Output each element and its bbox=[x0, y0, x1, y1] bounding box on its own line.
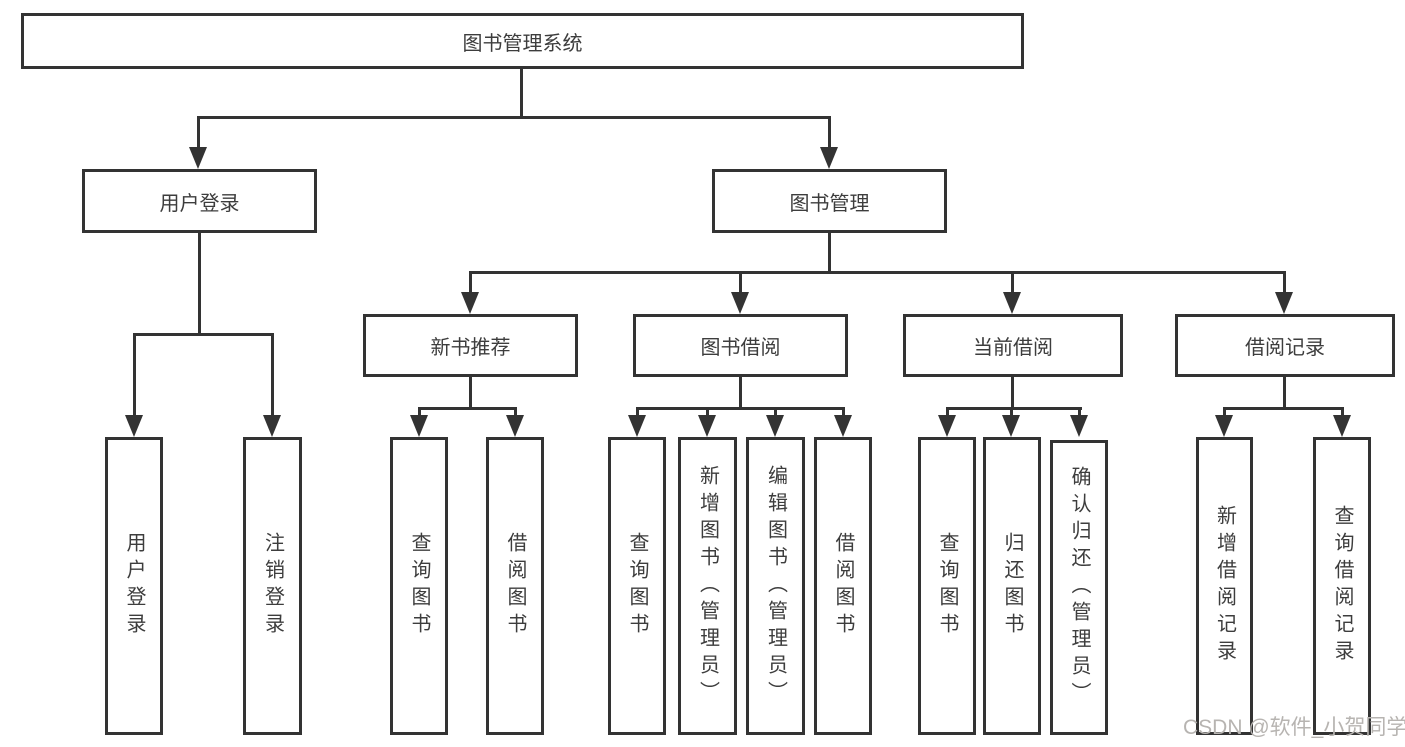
branch-node-borrow-records: 借阅记录 bbox=[1175, 314, 1395, 377]
arrowhead-icon bbox=[1003, 292, 1021, 314]
branch-node-book-borrow: 图书借阅 bbox=[633, 314, 848, 377]
leaf-node-label: 归还图书 bbox=[1001, 532, 1023, 640]
arrowhead-icon bbox=[189, 147, 207, 169]
connector-stub bbox=[1341, 407, 1344, 419]
branch-node-new-book-recommend: 新书推荐 bbox=[363, 314, 578, 377]
connector-level3-rail bbox=[469, 271, 1286, 274]
leaf-node-query-books: 查询图书 bbox=[918, 437, 976, 735]
branch-node-label: 新书推荐 bbox=[430, 337, 511, 359]
leaf-node-borrow-books: 借阅图书 bbox=[486, 437, 544, 735]
connector-stub bbox=[1078, 407, 1081, 419]
leaf-node-label: 查询图书 bbox=[408, 532, 430, 640]
arrowhead-icon bbox=[410, 415, 428, 437]
branch-node-label: 当前借阅 bbox=[973, 337, 1053, 359]
connector-level2-stub-left bbox=[197, 116, 200, 150]
arrowhead-icon bbox=[1333, 415, 1351, 437]
leaf-node-label: 查询图书 bbox=[626, 532, 648, 640]
branch-node-book-management: 图书管理 bbox=[712, 169, 947, 233]
arrowhead-icon bbox=[698, 415, 716, 437]
arrowhead-icon bbox=[628, 415, 646, 437]
root-node-label: 图书管理系统 bbox=[462, 32, 583, 55]
branch-node-label: 图书管理 bbox=[789, 192, 870, 215]
arrowhead-icon bbox=[506, 415, 524, 437]
leaf-node-edit-books-admin: 编辑图书（管理员） bbox=[746, 437, 805, 735]
arrowhead-icon bbox=[1070, 415, 1088, 437]
branch-node-user-login: 用户登录 bbox=[82, 169, 317, 233]
leaf-node-label: 确认归还（管理员） bbox=[1068, 466, 1090, 709]
arrowhead-icon bbox=[820, 147, 838, 169]
arrowhead-icon bbox=[1002, 415, 1020, 437]
connector-stem bbox=[1011, 377, 1014, 410]
connector-user-stub-1 bbox=[133, 333, 136, 417]
connector-rail bbox=[946, 407, 1082, 410]
connector-level2-rail bbox=[197, 116, 831, 119]
leaf-node-query-books: 查询图书 bbox=[608, 437, 666, 735]
leaf-node-add-books-admin: 新增图书（管理员） bbox=[678, 437, 737, 735]
connector-stem bbox=[1283, 377, 1286, 410]
leaf-node-label: 借阅图书 bbox=[504, 532, 526, 640]
arrowhead-icon bbox=[1275, 292, 1293, 314]
branch-node-current-borrow: 当前借阅 bbox=[903, 314, 1123, 377]
arrowhead-icon bbox=[1215, 415, 1233, 437]
connector-root-stem bbox=[520, 68, 523, 118]
leaf-node-logout: 注销登录 bbox=[243, 437, 302, 735]
connector-stub bbox=[946, 407, 949, 419]
arrowhead-icon bbox=[461, 292, 479, 314]
connector-stem bbox=[739, 377, 742, 410]
arrowhead-icon bbox=[125, 415, 143, 437]
leaf-node-label: 用户登录 bbox=[123, 532, 145, 640]
connector-stub bbox=[706, 407, 709, 419]
connector-stem bbox=[469, 377, 472, 410]
connector-level3-stub-1 bbox=[469, 271, 472, 294]
connector-level2-stub-right bbox=[828, 116, 831, 150]
connector-stub bbox=[418, 407, 421, 419]
connector-rail bbox=[636, 407, 845, 410]
arrowhead-icon bbox=[263, 415, 281, 437]
leaf-node-label: 查询图书 bbox=[936, 532, 958, 640]
connector-level3-stub-4 bbox=[1283, 271, 1286, 294]
leaf-node-user-login: 用户登录 bbox=[105, 437, 163, 735]
connector-level3-stub-2 bbox=[739, 271, 742, 294]
connector-stub bbox=[842, 407, 845, 419]
connector-rail bbox=[1223, 407, 1344, 410]
leaf-node-label: 借阅图书 bbox=[832, 532, 854, 640]
connector-stub bbox=[774, 407, 777, 419]
connector-stub bbox=[1223, 407, 1226, 419]
leaf-node-label: 新增图书（管理员） bbox=[696, 464, 719, 708]
arrowhead-icon bbox=[938, 415, 956, 437]
leaf-node-label: 注销登录 bbox=[261, 532, 284, 640]
arrowhead-icon bbox=[834, 415, 852, 437]
arrowhead-icon bbox=[766, 415, 784, 437]
leaf-node-borrow-books: 借阅图书 bbox=[814, 437, 872, 735]
leaf-node-label: 编辑图书（管理员） bbox=[764, 464, 787, 708]
leaf-node-label: 查询借阅记录 bbox=[1331, 505, 1353, 667]
connector-stub bbox=[514, 407, 517, 419]
connector-level3-stub-3 bbox=[1011, 271, 1014, 294]
leaf-node-return-books: 归还图书 bbox=[983, 437, 1041, 735]
root-node-library-system: 图书管理系统 bbox=[21, 13, 1024, 69]
branch-node-label: 用户登录 bbox=[159, 192, 240, 215]
leaf-node-query-borrow-record: 查询借阅记录 bbox=[1313, 437, 1371, 735]
connector-rail bbox=[418, 407, 517, 410]
leaf-node-query-books: 查询图书 bbox=[390, 437, 448, 735]
leaf-node-label: 新增借阅记录 bbox=[1213, 505, 1236, 667]
connector-user-stem bbox=[198, 233, 201, 336]
leaf-node-confirm-return-admin: 确认归还（管理员） bbox=[1050, 440, 1108, 735]
connector-book-stem bbox=[828, 233, 831, 274]
connector-user-stub-2 bbox=[271, 333, 274, 417]
arrowhead-icon bbox=[731, 292, 749, 314]
connector-stub bbox=[1010, 407, 1013, 419]
leaf-node-add-borrow-record: 新增借阅记录 bbox=[1196, 437, 1253, 735]
branch-node-label: 图书借阅 bbox=[700, 337, 781, 359]
csdn-watermark: CSDN @软件_小贺同学 bbox=[1183, 716, 1405, 739]
branch-node-label: 借阅记录 bbox=[1245, 337, 1325, 359]
connector-stub bbox=[636, 407, 639, 419]
connector-user-rail bbox=[133, 333, 274, 336]
